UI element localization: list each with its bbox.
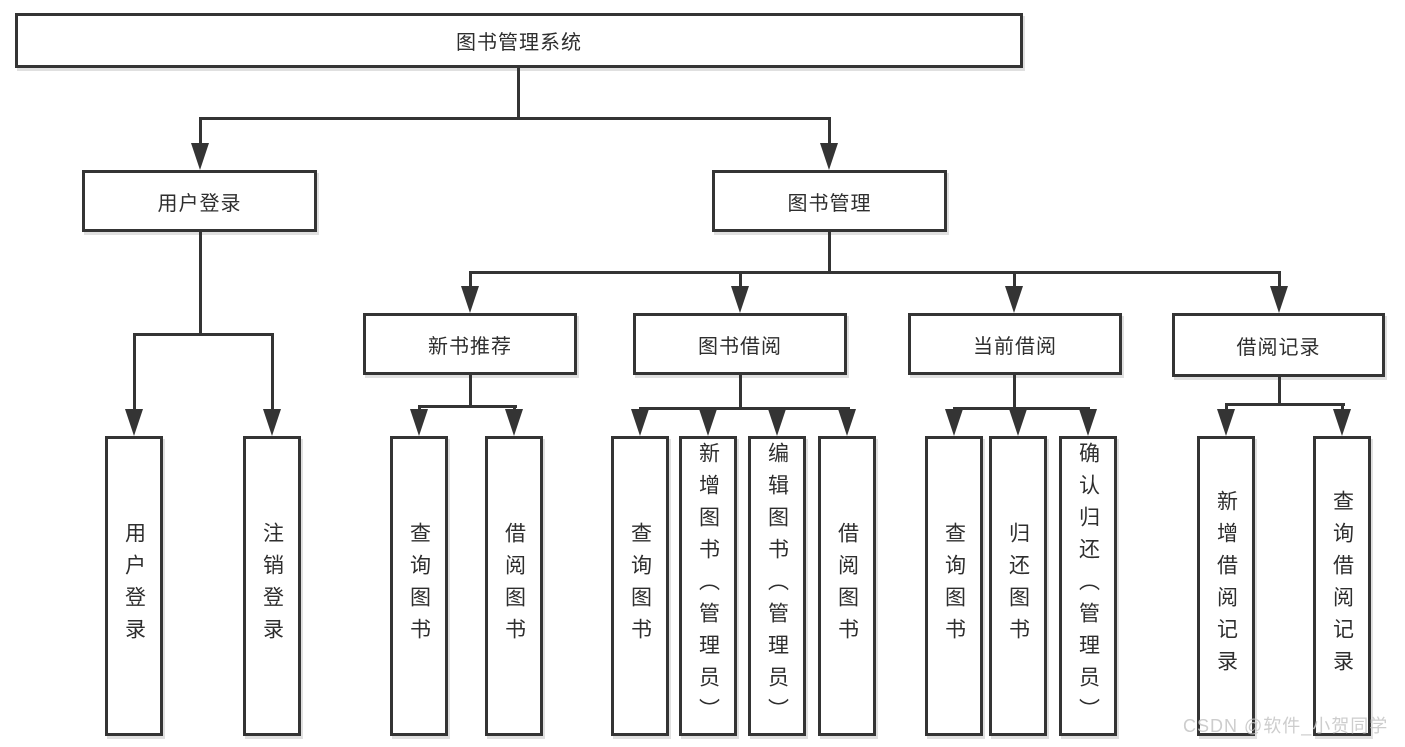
node-label: 当前借阅	[973, 335, 1057, 358]
arrowhead-down-icon	[731, 286, 749, 313]
node-label: 查询图书	[628, 522, 652, 650]
arrowhead-down-icon	[1009, 409, 1027, 436]
arrowhead-down-icon	[1079, 409, 1097, 436]
node-label: 用户登录	[122, 522, 146, 650]
node-label: 用户登录	[157, 192, 242, 215]
node-current-borrowing: 当前借阅	[908, 313, 1122, 375]
connector-line	[469, 375, 472, 407]
connector-line	[271, 333, 274, 410]
leaf-add-borrow-record: 新增借阅记录	[1197, 436, 1255, 736]
leaf-query-books-borrow: 查询图书	[611, 436, 669, 736]
connector-line	[469, 271, 472, 286]
connector-line	[133, 333, 274, 336]
arrowhead-down-icon	[820, 143, 838, 170]
node-label: 查询借阅记录	[1330, 490, 1354, 682]
connector-line	[199, 232, 202, 335]
connector-line	[1013, 271, 1016, 286]
node-new-book-recommend: 新书推荐	[363, 313, 577, 375]
leaf-borrow-books-newbook: 借阅图书	[485, 436, 543, 736]
node-book-management-module: 图书管理	[712, 170, 947, 232]
arrowhead-down-icon	[461, 286, 479, 313]
leaf-query-books-current: 查询图书	[925, 436, 983, 736]
connector-line	[418, 405, 421, 411]
connector-line	[1278, 271, 1281, 286]
connector-line	[739, 271, 742, 286]
connector-line	[1013, 375, 1016, 410]
arrowhead-down-icon	[699, 409, 717, 436]
arrowhead-down-icon	[263, 409, 281, 436]
connector-line	[953, 407, 1090, 410]
leaf-edit-book-admin: 编辑图书（管理员）	[748, 436, 806, 736]
connector-line	[199, 117, 202, 145]
node-label: 新增图书（管理员）	[696, 442, 720, 730]
arrowhead-down-icon	[945, 409, 963, 436]
connector-line	[639, 407, 850, 410]
arrowhead-down-icon	[410, 409, 428, 436]
leaf-confirm-return-admin: 确认归还（管理员）	[1059, 436, 1117, 736]
node-label: 查询图书	[942, 522, 966, 650]
node-label: 注销登录	[260, 522, 284, 650]
arrowhead-down-icon	[838, 409, 856, 436]
connector-line	[513, 405, 516, 411]
connector-line	[199, 117, 831, 120]
node-label: 确认归还（管理员）	[1076, 442, 1100, 730]
node-label: 借阅图书	[835, 522, 859, 650]
arrowhead-down-icon	[1005, 286, 1023, 313]
arrowhead-down-icon	[505, 409, 523, 436]
node-label: 新增借阅记录	[1214, 490, 1238, 682]
leaf-user-login: 用户登录	[105, 436, 163, 736]
leaf-query-borrow-record: 查询借阅记录	[1313, 436, 1371, 736]
connector-line	[828, 232, 831, 273]
node-label: 图书管理	[787, 192, 872, 215]
leaf-add-book-admin: 新增图书（管理员）	[679, 436, 737, 736]
node-label: 图书管理系统	[456, 32, 582, 54]
leaf-query-books-newbook: 查询图书	[390, 436, 448, 736]
connector-line	[418, 405, 517, 408]
node-label: 查询图书	[407, 522, 431, 650]
leaf-borrow-books-borrow: 借阅图书	[818, 436, 876, 736]
leaf-return-book: 归还图书	[989, 436, 1047, 736]
connector-line	[1278, 377, 1281, 405]
node-label: 归还图书	[1006, 522, 1030, 650]
arrowhead-down-icon	[191, 143, 209, 170]
node-label: 借阅图书	[502, 522, 526, 650]
connector-line	[517, 68, 520, 120]
arrowhead-down-icon	[125, 409, 143, 436]
node-book-borrowing: 图书借阅	[633, 313, 847, 375]
connector-line	[1225, 403, 1345, 406]
arrowhead-down-icon	[1333, 409, 1351, 436]
node-label: 图书借阅	[698, 335, 782, 358]
node-label: 借阅记录	[1236, 336, 1321, 359]
csdn-watermark: CSDN @软件_小贺同学	[1183, 716, 1389, 736]
node-label: 新书推荐	[428, 335, 512, 358]
node-label: 编辑图书（管理员）	[765, 442, 789, 730]
arrowhead-down-icon	[768, 409, 786, 436]
connector-line	[739, 375, 742, 410]
node-user-login-module: 用户登录	[82, 170, 317, 232]
connector-line	[828, 117, 831, 145]
connector-line	[133, 333, 136, 410]
leaf-logout: 注销登录	[243, 436, 301, 736]
node-borrowing-records: 借阅记录	[1172, 313, 1385, 377]
connector-line	[1225, 403, 1228, 411]
arrowhead-down-icon	[631, 409, 649, 436]
connector-line	[469, 271, 1281, 274]
arrowhead-down-icon	[1270, 286, 1288, 313]
arrowhead-down-icon	[1217, 409, 1235, 436]
connector-line	[1341, 403, 1344, 411]
node-root-library-system: 图书管理系统	[15, 13, 1023, 68]
